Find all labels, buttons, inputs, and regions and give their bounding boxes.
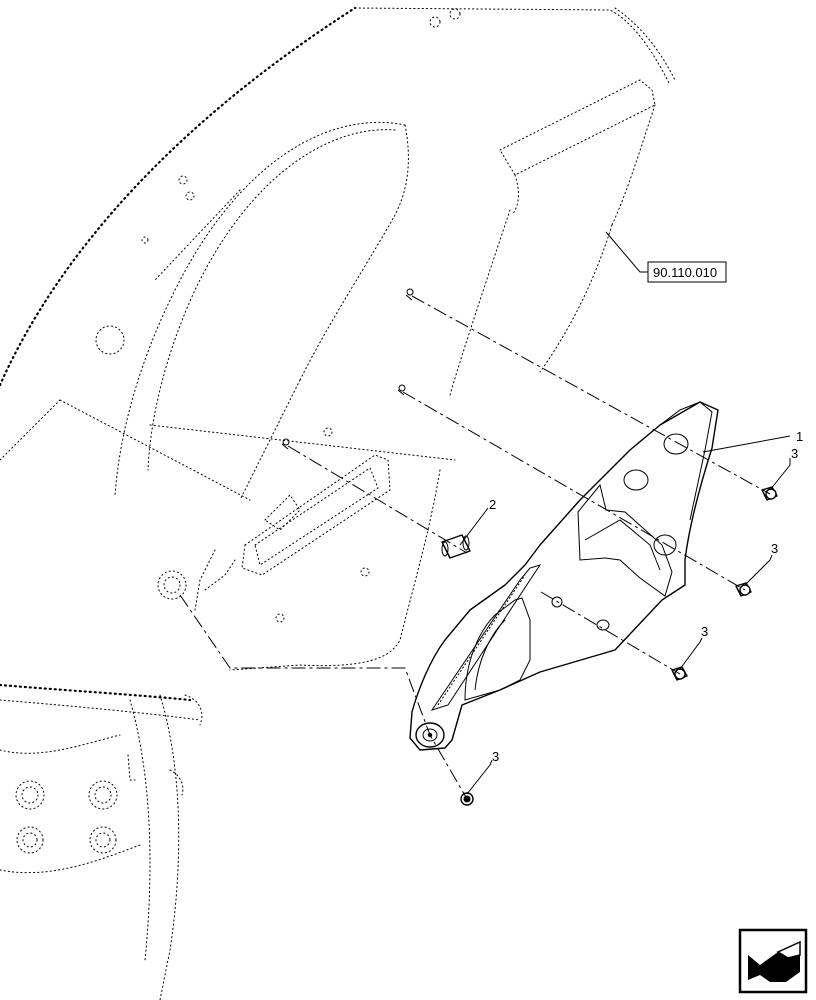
- side-panel-part: [409, 401, 719, 751]
- nut-d: [460, 792, 474, 806]
- arrow-left-icon[interactable]: [738, 928, 808, 994]
- callout-3-bolt-b: 3: [771, 541, 778, 556]
- fender-background: [0, 6, 676, 1000]
- leader-lines: [459, 231, 791, 795]
- callout-3-bolt-a: 3: [791, 446, 798, 461]
- reference-box[interactable]: 90.110.010: [647, 261, 727, 283]
- callout-1: 1: [796, 429, 803, 444]
- reference-label: 90.110.010: [653, 265, 717, 280]
- assembly-lines: [179, 295, 771, 800]
- callout-3-nut: 3: [492, 749, 499, 764]
- callout-3-bolt-c: 3: [701, 624, 708, 639]
- callout-2: 2: [489, 497, 496, 512]
- background-screws: [281, 288, 414, 450]
